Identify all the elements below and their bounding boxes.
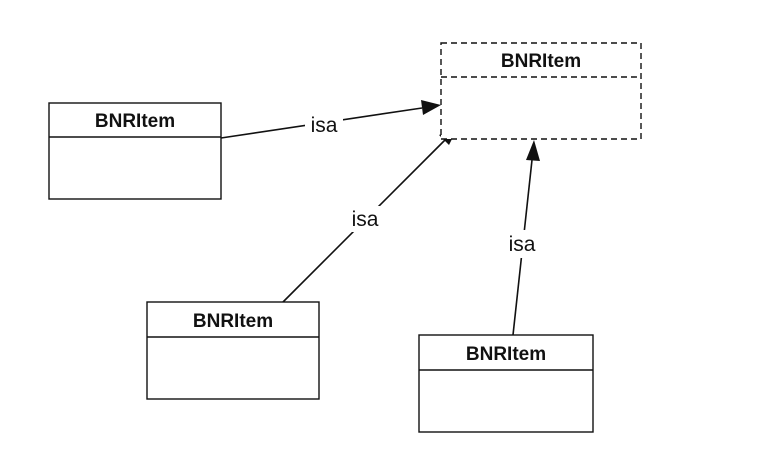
isa-edge-1: isa: [220, 100, 441, 139]
class-box-frame: [418, 334, 594, 433]
class-box-title: BNRItem: [95, 111, 175, 132]
arrowhead-icon: [526, 140, 540, 161]
superclass-box: BNRItem: [440, 42, 642, 140]
edge-label: isa: [509, 233, 536, 256]
edge-label-bg: [346, 206, 384, 232]
edge-label-bg: [305, 112, 343, 138]
class-box-title: BNRItem: [193, 311, 273, 332]
arrowhead-icon: [421, 100, 441, 115]
subclass-box-1: BNRItem: [48, 102, 222, 200]
class-box-title: BNRItem: [501, 51, 581, 72]
isa-edge-2: isa: [282, 127, 458, 303]
subclass-box-2: BNRItem: [146, 301, 320, 400]
edge-label: isa: [311, 114, 338, 137]
subclass-box-3: BNRItem: [418, 334, 594, 433]
edge-label-bg: [503, 230, 541, 258]
class-box-frame: [440, 42, 642, 140]
class-box-title: BNRItem: [466, 344, 546, 365]
isa-edge-3: isa: [503, 140, 541, 336]
class-box-frame: [146, 301, 320, 400]
class-box-frame: [48, 102, 222, 200]
edge-label: isa: [352, 208, 379, 231]
